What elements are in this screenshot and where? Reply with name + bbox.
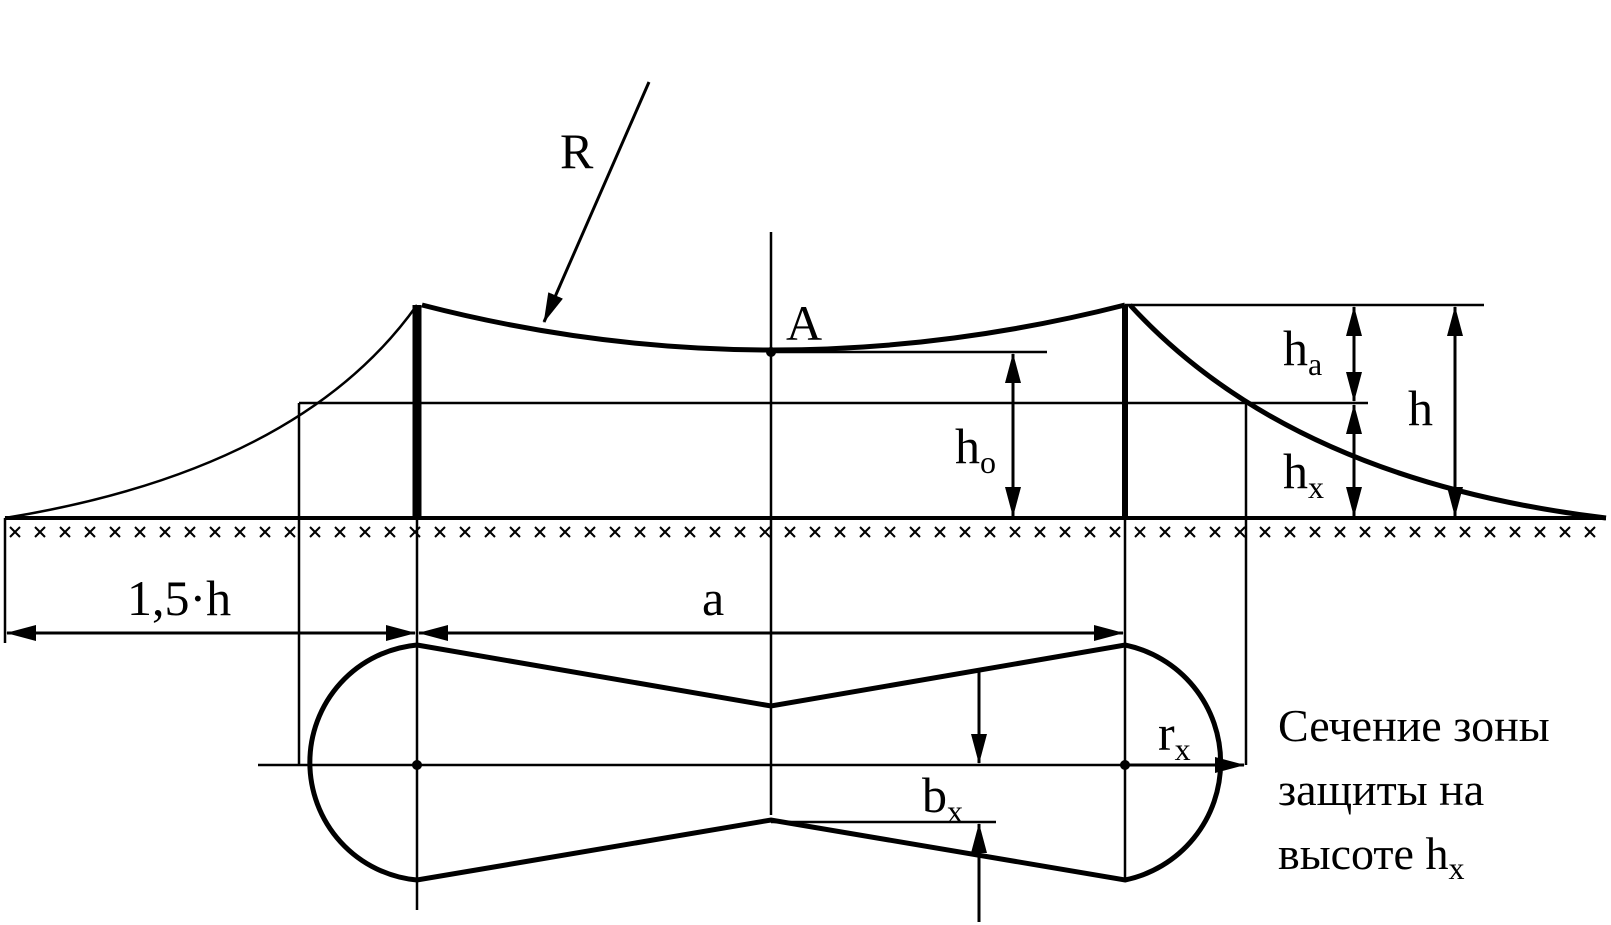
bx-label: bx [922, 767, 963, 829]
ground-hatch-mark [584, 526, 596, 538]
ground-hatch-mark [909, 526, 921, 538]
ground-hatch-mark [634, 526, 646, 538]
ground-hatch-mark [1209, 526, 1221, 538]
ground-hatch-mark [484, 526, 496, 538]
ground-hatch-mark [234, 526, 246, 538]
ground-hatch-mark [1459, 526, 1471, 538]
ground-hatch-mark [984, 526, 996, 538]
radius-arrow [542, 81, 651, 323]
ground-hatch-mark [784, 526, 796, 538]
left-outer-zone-curve [4, 304, 419, 520]
right-outer-zone-curve [1128, 303, 1607, 521]
ground-hatch-mark [134, 526, 146, 538]
ground-hatch-mark [1184, 526, 1196, 538]
ground-hatch-mark [609, 526, 621, 538]
zone-cross-section-outline [307, 642, 1224, 883]
ground-hatch-mark [884, 526, 896, 538]
ground-hatch-mark [309, 526, 321, 538]
ground-hatch-mark [709, 526, 721, 538]
ground-hatch-mark [659, 526, 671, 538]
ground-hatch-mark [1509, 526, 1521, 538]
ground-hatch-mark [809, 526, 821, 538]
ground-hatch-mark [259, 526, 271, 538]
cross-section-caption: Сечение зоны защиты на высоте hx [1278, 700, 1550, 886]
ground-hatch-mark [209, 526, 221, 538]
ground-hatch-mark [34, 526, 46, 538]
ground-hatch-mark [1409, 526, 1421, 538]
ground-hatch-mark [1159, 526, 1171, 538]
ground-hatch-mark [934, 526, 946, 538]
ground-hatch-mark [1009, 526, 1021, 538]
inner-zone-arc [421, 302, 1126, 353]
ground-hatch-mark [759, 526, 771, 538]
point-a-label: A [786, 295, 822, 351]
ground-hatch-mark [1334, 526, 1346, 538]
caption-line-2: защиты на [1278, 764, 1484, 815]
ground-hatch-mark [1034, 526, 1046, 538]
ground-hatch-mark [1134, 526, 1146, 538]
caption-line-3: высоте hx [1278, 828, 1464, 886]
ground-hatch-mark [59, 526, 71, 538]
left-mast-plan-point [412, 760, 422, 770]
ground-hatch-mark [1259, 526, 1271, 538]
ho-label: ho [955, 418, 996, 480]
ground-hatch-mark [534, 526, 546, 538]
ground-hatch-mark [684, 526, 696, 538]
ha-label: ha [1283, 320, 1322, 382]
ground-hatching [9, 526, 1596, 538]
ground-hatch-mark [184, 526, 196, 538]
radius-label: R [560, 123, 594, 179]
ground-hatch-mark [434, 526, 446, 538]
rx-label: rx [1158, 705, 1191, 767]
ground-hatch-mark [859, 526, 871, 538]
ground-hatch-mark [1109, 526, 1121, 538]
ground-hatch-mark [509, 526, 521, 538]
ground-hatch-mark [84, 526, 96, 538]
ground-hatch-mark [1359, 526, 1371, 538]
ground-hatch-mark [1384, 526, 1396, 538]
ground-hatch-mark [159, 526, 171, 538]
ground-hatch-mark [459, 526, 471, 538]
ground [5, 516, 1606, 538]
ground-hatch-mark [409, 526, 421, 538]
ground-hatch-mark [334, 526, 346, 538]
width-15h-label: 1,5·h [127, 570, 231, 626]
ground-hatch-mark [734, 526, 746, 538]
ground-hatch-mark [384, 526, 396, 538]
ground-hatch-mark [1084, 526, 1096, 538]
ground-hatch-mark [284, 526, 296, 538]
caption-line-1: Сечение зоны [1278, 700, 1550, 751]
ground-hatch-mark [834, 526, 846, 538]
hx-label: hx [1283, 443, 1324, 505]
ground-hatch-mark [1284, 526, 1296, 538]
ground-hatch-mark [1584, 526, 1596, 538]
ground-hatch-mark [1484, 526, 1496, 538]
ground-hatch-mark [1234, 526, 1246, 538]
ground-hatch-mark [1534, 526, 1546, 538]
h-label: h [1408, 380, 1433, 436]
ground-hatch-mark [9, 526, 21, 538]
ground-hatch-mark [1559, 526, 1571, 538]
ground-hatch-mark [559, 526, 571, 538]
ground-hatch-mark [1309, 526, 1321, 538]
ground-hatch-mark [959, 526, 971, 538]
a-label: a [702, 570, 724, 626]
ground-hatch-mark [109, 526, 121, 538]
ground-hatch-mark [1434, 526, 1446, 538]
ground-hatch-mark [359, 526, 371, 538]
ground-hatch-mark [1059, 526, 1071, 538]
